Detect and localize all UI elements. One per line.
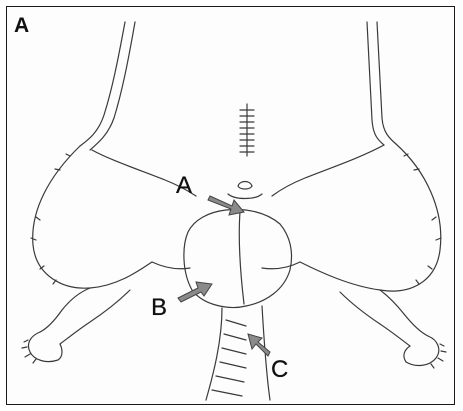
arrow-b (178, 282, 212, 302)
callout-label-b: B (151, 294, 167, 322)
callout-label-a: A (176, 172, 192, 200)
arrow-c (248, 334, 270, 356)
left-leg-upper-outline-1 (80, 22, 125, 146)
tail-left-edge (206, 308, 222, 400)
perineal-surround (228, 194, 262, 199)
right-thigh-inner (272, 145, 384, 196)
left-shin (40, 288, 90, 332)
tail-hatching (212, 320, 246, 396)
right-thigh-outline (300, 144, 441, 291)
hip-line-right (262, 262, 300, 269)
right-shin-inner (340, 292, 410, 346)
bulge-midline (239, 212, 244, 304)
fur-ticks-right (404, 154, 441, 284)
right-foot (404, 336, 439, 365)
right-leg-upper-outline-2 (377, 22, 396, 144)
panel-letter: A (14, 14, 29, 38)
left-foot (28, 332, 62, 362)
left-shin-inner (60, 290, 130, 344)
left-thigh-outline (33, 146, 152, 288)
fur-ticks-left (31, 154, 70, 284)
callout-label-c: C (271, 356, 288, 384)
right-leg-upper-outline-1 (367, 22, 384, 145)
perineal-opening (238, 182, 252, 190)
